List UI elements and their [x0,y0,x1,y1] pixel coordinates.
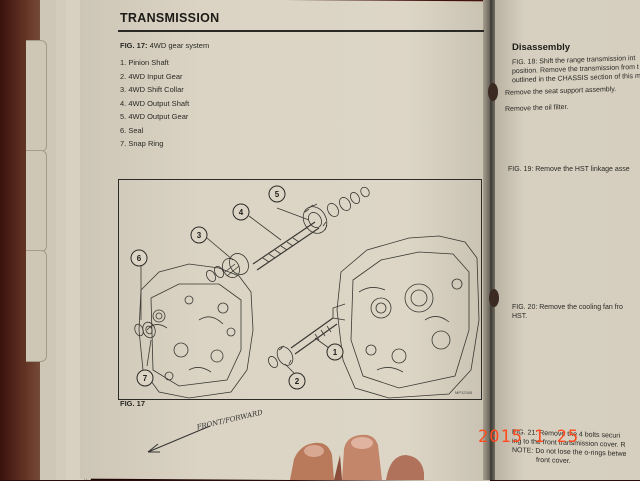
callout-label: 3 [197,231,202,240]
exploded-diagram: 5 4 3 6 7 2 1 MP12345 [118,179,482,400]
handwritten-arrow [147,425,211,453]
parts-list-item: 4. 4WD Output Shaft [120,98,190,108]
disassembly-heading: Disassembly [512,42,571,53]
callout-4 [232,203,250,221]
parts-list-item: 3. 4WD Shift Collar [120,85,184,94]
parts-list-item: 1. Pinion Shaft [120,58,169,67]
callout-5 [268,185,286,203]
callout-7 [136,369,154,387]
callout-label: 2 [295,377,300,386]
book-spine [483,0,497,480]
right-page [495,0,640,480]
figure-caption-number: FIG. 17: [120,41,148,50]
callout-label: 7 [143,374,148,383]
drawing-code: MP12345 [455,390,473,395]
callout-2 [288,372,306,390]
callout-label: 6 [137,254,142,263]
hand-fingers [290,434,424,480]
parts-list-item: 6. Seal [120,125,144,135]
exploded-diagram-drawing: 5 4 3 6 7 2 1 MP12345 [130,185,480,399]
callout-1 [326,343,344,361]
callout-label: 5 [275,190,280,199]
date-stamp: 2015 1 25 [478,427,580,447]
index-tab [26,40,47,152]
parts-list-item: 7. Snap Ring [120,139,164,148]
section-title: TRANSMISSION [120,11,220,25]
callout-6 [130,249,148,267]
index-tab [26,150,47,252]
fig20-line: FIG. 20: Remove the cooling fan fro [512,304,623,311]
figure-caption: FIG. 17: 4WD gear system [120,41,209,50]
fig20-text: FIG. 20: Remove the cooling fan fro HST. [512,303,623,321]
binder-hole [489,289,499,307]
index-tab [26,250,47,362]
title-rule [118,30,484,32]
fig20-line: HST. [512,313,528,320]
fig18-text: FIG. 18: Shift the range transmission in… [512,54,640,86]
figure-caption-text: 4WD gear system [149,41,210,50]
figure-label: FIG. 17 [120,399,146,408]
fig19-text: FIG. 19: Remove the HST linkage asse [508,166,630,173]
callout-3 [190,226,208,244]
transmission-case-outline [336,235,480,399]
parts-list-item: 2. 4WD Input Gear [120,71,183,81]
parts-list: 1. Pinion Shaft 2. 4WD Input Gear 3. 4WD… [120,56,189,151]
callout-label: 1 [333,348,338,357]
binder-hole [488,83,498,101]
parts-list-item: 5. 4WD Output Gear [120,112,189,121]
callout-label: 4 [239,208,244,217]
